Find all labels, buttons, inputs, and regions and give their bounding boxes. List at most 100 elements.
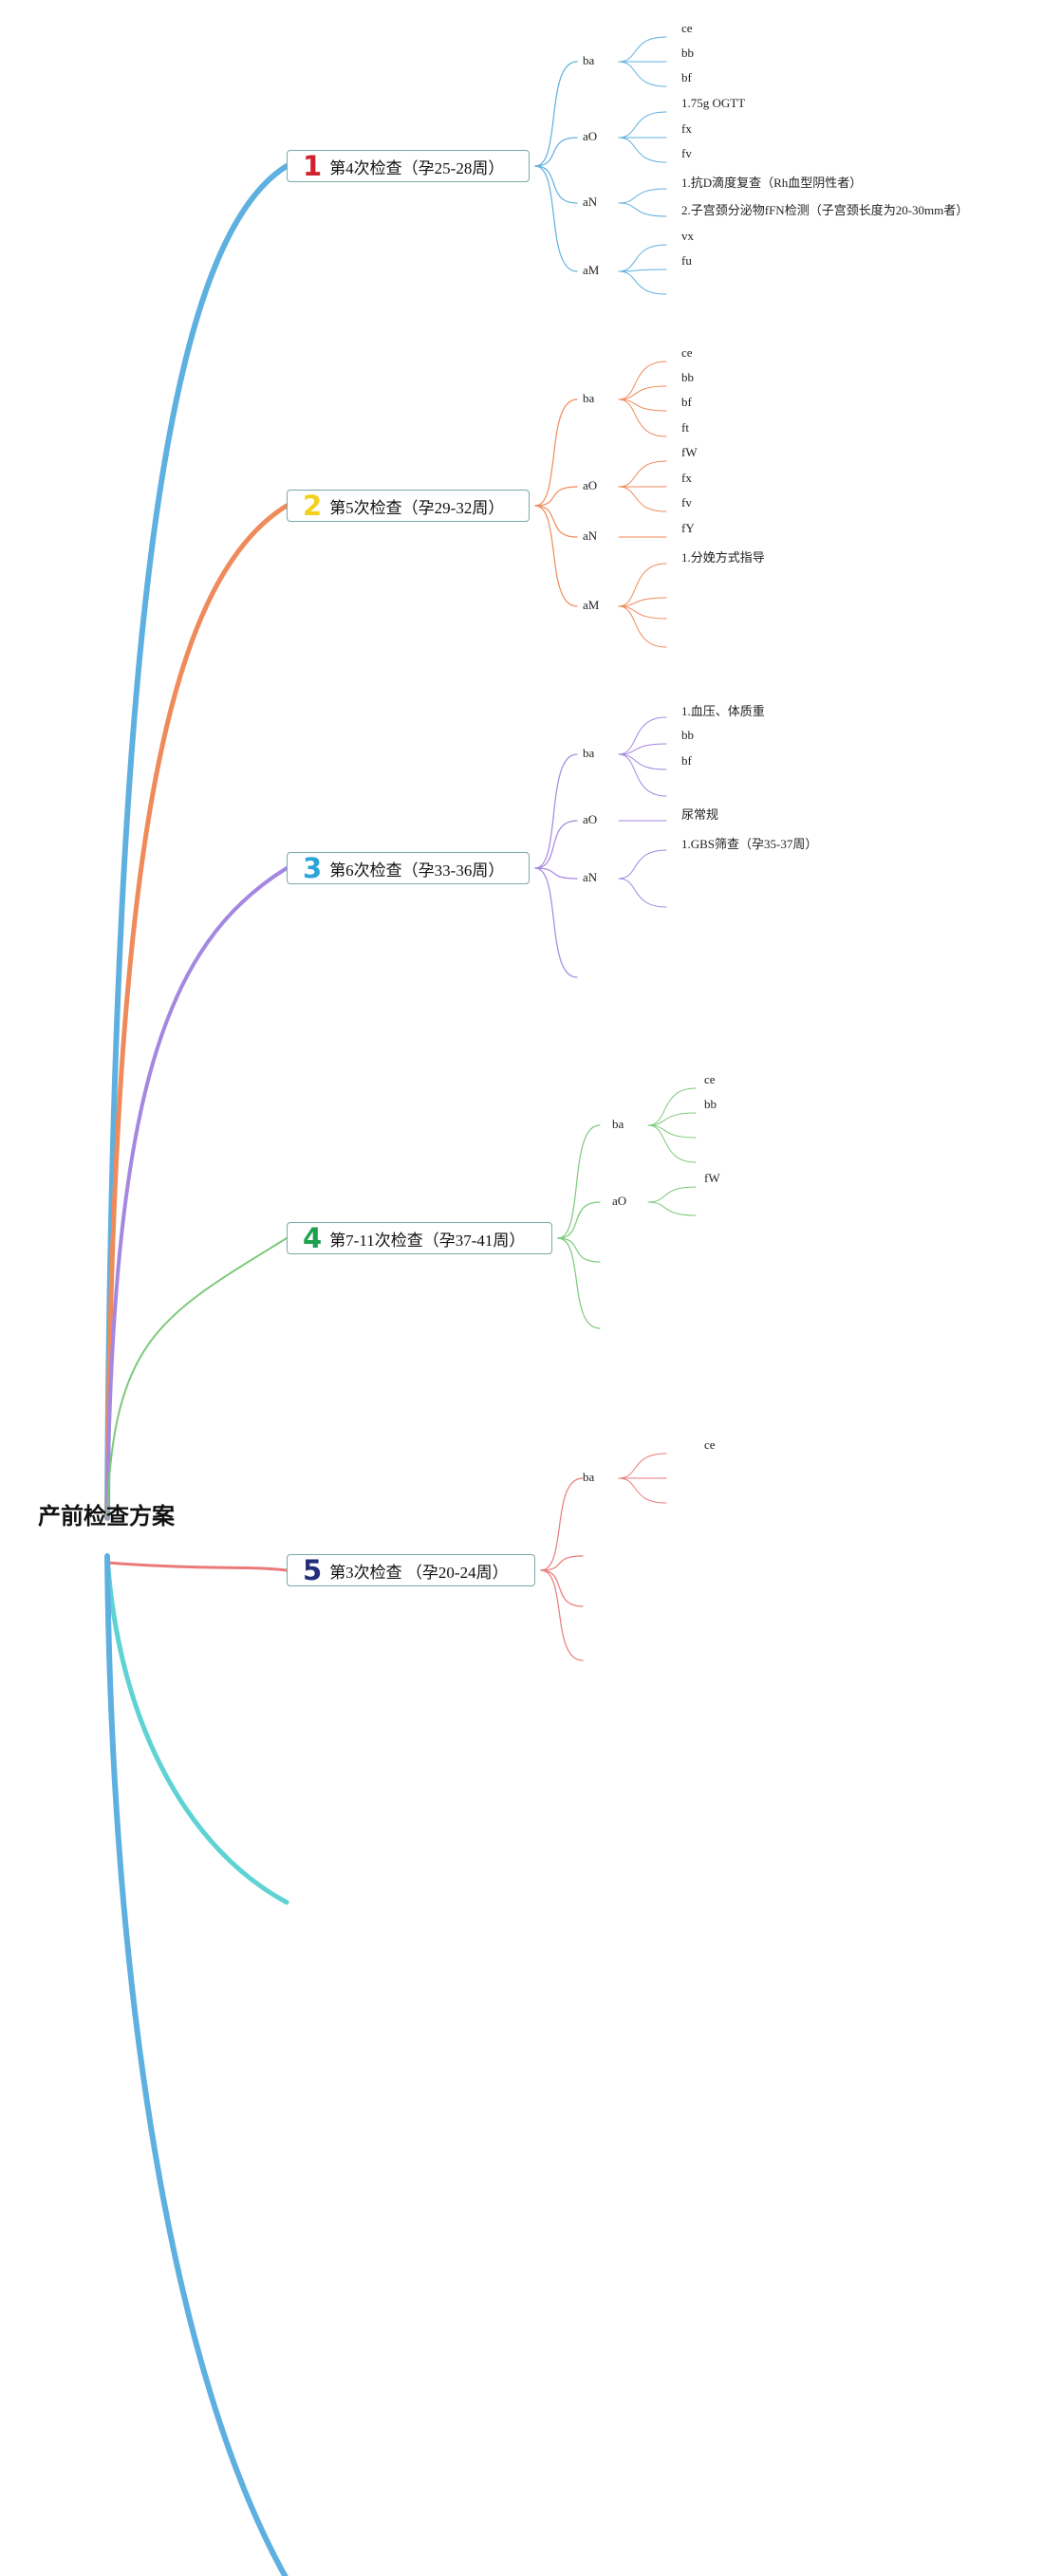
sub-topic-4-1[interactable]: ba [612,1117,624,1131]
branch-number-2: 2 [303,489,323,522]
leaf-topic-1-1-2[interactable]: bb [681,46,694,60]
connector-leaf-4-1-3 [647,1124,697,1139]
connector-branch-3-sub-3 [534,867,578,880]
connector-leaf-1-2-3 [618,137,667,163]
root-topic[interactable]: 产前检查方案 [38,1504,175,1529]
connector-leaf-1-3-2 [618,202,667,217]
leaf-topic-3-2-1[interactable]: 尿常规 [681,807,719,822]
sub-topic-3-2[interactable]: aO [583,812,598,826]
connector-leaf-1-4-2 [618,269,667,272]
sub-topic-1-1[interactable]: ba [583,53,595,67]
connector-leaf-3-1-3 [618,753,667,770]
leaf-topic-1-1-1[interactable]: ce [681,21,693,35]
branch-number-1: 1 [303,149,323,182]
sub-topic-1-4[interactable]: aM [583,263,600,277]
branch-label-3: 第6次检查（孕33-36周） [329,861,505,880]
branch-label-1: 第4次检查（孕25-28周） [329,158,505,177]
branch-number-5: 5 [303,1553,323,1586]
connector-branch-2-sub-2 [534,486,578,507]
leaf-topic-1-2-1[interactable]: 1.75g OGTT [681,96,746,110]
connector-branch-2-sub-1 [534,398,578,507]
connector-leaf-2-1-2 [618,385,667,400]
leaf-topic-2-1-1[interactable]: ce [681,345,693,360]
leaf-topic-2-1-4[interactable]: ft [681,420,689,435]
branch-topic-2[interactable]: 2 第5次检查（孕29-32周） [287,490,530,522]
leaf-topic-2-3-1[interactable]: fY [681,521,695,535]
connector-leaf-3-1-1 [618,716,667,755]
leaf-topic-4-1-1[interactable]: ce [704,1072,716,1086]
leaf-topic-2-2-1[interactable]: fW [681,445,698,459]
leaf-topic-4-2-1[interactable]: fW [704,1171,720,1185]
leaf-topic-3-1-2[interactable]: bb [681,728,694,742]
leaf-topic-1-4-1[interactable]: vx [681,229,694,243]
connector-leaf-2-1-3 [618,398,667,412]
connector-branch-5-sub-2 [540,1555,584,1571]
connector-leaf-4-1-2 [647,1112,697,1126]
connector-branch-5-sub-3 [540,1569,584,1607]
sub-topic-3-3[interactable]: aN [583,870,598,884]
branch-number-3: 3 [303,851,323,884]
leaf-topic-2-1-3[interactable]: bf [681,395,692,409]
connector-leaf-5-1-1 [618,1453,667,1479]
leaf-topic-1-2-2[interactable]: fx [681,121,692,136]
connector-leaf-1-4-1 [618,244,667,272]
sub-topic-4-2[interactable]: aO [612,1194,627,1208]
connector-branch-1-sub-3 [534,165,578,204]
sub-topic-2-1[interactable]: ba [583,391,595,405]
branch-label-4: 第7-11次检查（孕37-41周） [329,1231,526,1250]
connector-root-extra-2 [104,1553,289,2576]
connector-branch-4-sub-2 [557,1201,601,1239]
connector-leaf-2-1-4 [618,398,667,437]
branch-topic-5[interactable]: 5 第3次检查 （孕20-24周） [287,1554,535,1586]
branch-topic-1[interactable]: 1 第4次检查（孕25-28周） [287,150,530,182]
connector-branch-2-sub-4 [534,505,578,607]
connector-leaf-4-1-1 [647,1087,697,1126]
connector-leaf-2-1-1 [618,361,667,400]
leaf-topic-2-4-1[interactable]: 1.分娩方式指导 [681,550,765,565]
connector-root-branch-5 [105,1561,289,1572]
leaf-topic-1-4-2[interactable]: fu [681,253,692,268]
leaf-topic-3-1-1[interactable]: 1.血压、体质重 [681,704,765,718]
connector-root-branch-4 [106,1237,288,1519]
connector-leaf-2-4-4 [618,605,667,648]
leaf-topic-2-1-2[interactable]: bb [681,370,694,384]
connector-branch-4-sub-4 [557,1237,601,1329]
leaf-topic-4-1-2[interactable]: bb [704,1097,717,1111]
leaf-topic-1-3-1[interactable]: 1.抗D滴度复查（Rh血型阴性者） [681,176,863,190]
leaf-topic-2-2-3[interactable]: fv [681,495,692,510]
sub-topic-1-2[interactable]: aO [583,129,598,143]
connector-leaf-1-1-3 [618,61,667,87]
leaf-topic-1-3-2[interactable]: 2.子宫颈分泌物fFN检测（子宫颈长度为20-30mm者） [681,203,969,217]
connector-leaf-5-1-3 [618,1477,667,1504]
connector-branch-5-sub-1 [540,1477,584,1571]
sub-topic-2-4[interactable]: aM [583,598,600,612]
sub-topic-2-3[interactable]: aN [583,528,598,543]
branch-label-2: 第5次检查（孕29-32周） [329,498,505,517]
connector-root-extra-1 [104,1553,289,1905]
connector-leaf-2-4-2 [618,597,667,607]
branch-topic-3[interactable]: 3 第6次检查（孕33-36周） [287,852,530,884]
leaf-topic-1-1-3[interactable]: bf [681,70,692,84]
sub-topic-5-1[interactable]: ba [583,1470,595,1484]
leaf-topic-3-3-1[interactable]: 1.GBS筛查（孕35-37周） [681,837,818,851]
connector-leaf-4-2-1 [647,1186,697,1203]
leaf-topic-3-1-3[interactable]: bf [681,753,692,768]
connector-leaf-3-3-2 [618,878,667,908]
leaf-topic-5-1-1[interactable]: ce [704,1437,716,1452]
leaf-topic-2-2-2[interactable]: fx [681,471,692,485]
connector-branch-4-sub-1 [557,1124,601,1239]
connector-branch-4-sub-3 [557,1237,601,1263]
connector-branch-3-sub-1 [534,753,578,869]
sub-topic-2-2[interactable]: aO [583,478,598,492]
branch-label-5: 第3次检查 （孕20-24周） [329,1563,509,1582]
sub-topic-3-1[interactable]: ba [583,746,595,760]
connector-branch-5-sub-4 [540,1569,584,1661]
connector-leaf-2-4-3 [618,605,667,620]
leaf-topic-1-2-3[interactable]: fv [681,146,692,160]
branch-number-4: 4 [303,1221,323,1254]
sub-topic-1-3[interactable]: aN [583,195,598,209]
branch-topic-4[interactable]: 4 第7-11次检查（孕37-41周） [287,1222,552,1254]
connector-branch-3-sub-2 [534,820,578,869]
